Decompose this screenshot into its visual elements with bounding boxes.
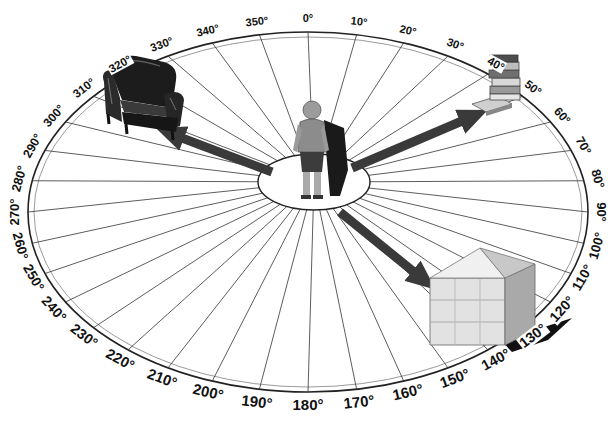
- arrow-to-box: [340, 212, 414, 272]
- radial-line: [368, 150, 571, 175]
- angle-label: 150°: [437, 366, 473, 392]
- radial-line: [212, 43, 295, 156]
- angle-label: 220°: [102, 346, 137, 375]
- angle-label: 10°: [349, 15, 369, 29]
- radial-line: [364, 122, 551, 169]
- angle-label: 200°: [190, 382, 226, 405]
- angle-label: 260°: [9, 229, 30, 261]
- angle-label: 160°: [390, 382, 426, 405]
- radial-line: [128, 206, 287, 349]
- radial-line: [259, 35, 303, 155]
- radial-line: [94, 204, 281, 327]
- radial-line: [66, 201, 274, 302]
- radial-line: [168, 208, 294, 368]
- angle-label: 120°: [546, 292, 578, 325]
- radial-line: [45, 198, 268, 274]
- radial-line: [259, 210, 306, 390]
- radial-line: [28, 188, 259, 212]
- angle-label: 60°: [550, 104, 573, 127]
- angle-label: 350°: [244, 15, 270, 29]
- radial-line: [370, 180, 584, 182]
- angle-label: 100°: [586, 229, 607, 261]
- crate: [430, 248, 572, 352]
- angle-label: 180°: [291, 397, 324, 413]
- angle-label: 330°: [148, 35, 176, 55]
- angle-label: 170°: [342, 392, 377, 411]
- angle-label: 50°: [521, 77, 544, 99]
- arrow-to-books: [352, 121, 462, 168]
- angle-label: 130°: [515, 321, 549, 352]
- angle-label: 110°: [570, 262, 597, 295]
- radial-line: [349, 74, 488, 160]
- radial-line: [365, 194, 584, 244]
- radial-line: [320, 210, 357, 389]
- angle-label: 80°: [587, 167, 605, 191]
- radial-line: [308, 210, 313, 392]
- radial-lines: [28, 32, 588, 392]
- angle-label: 0°: [302, 13, 315, 25]
- angle-label: 190°: [240, 392, 275, 411]
- angle-label: 140°: [479, 346, 514, 375]
- outer-ring: [28, 32, 588, 392]
- book-stack: [472, 55, 520, 116]
- person: [293, 101, 348, 199]
- angle-label: 70°: [573, 134, 594, 158]
- angle-label: 240°: [38, 292, 70, 325]
- arrow-to-chair: [182, 138, 272, 172]
- angle-label: 230°: [66, 321, 100, 352]
- angle-label: 320°: [105, 53, 133, 76]
- angle-label: 250°: [19, 261, 46, 294]
- angle-label: 310°: [69, 75, 97, 101]
- angle-label: 210°: [144, 366, 180, 392]
- angle-label: 300°: [41, 101, 68, 129]
- radial-line: [32, 193, 262, 243]
- angle-label: 90°: [594, 201, 608, 223]
- angle-label: 280°: [9, 163, 29, 194]
- radial-line: [32, 181, 258, 182]
- radial-line: [340, 56, 448, 157]
- angle-label: 290°: [20, 131, 45, 161]
- inner-rim: [34, 37, 582, 387]
- angle-label: 20°: [398, 23, 419, 39]
- angle-label: 30°: [443, 36, 465, 54]
- angle-label: 40°: [485, 54, 508, 74]
- angle-label: 340°: [194, 22, 221, 39]
- angle-label: 270°: [8, 198, 22, 227]
- radial-line: [369, 188, 588, 212]
